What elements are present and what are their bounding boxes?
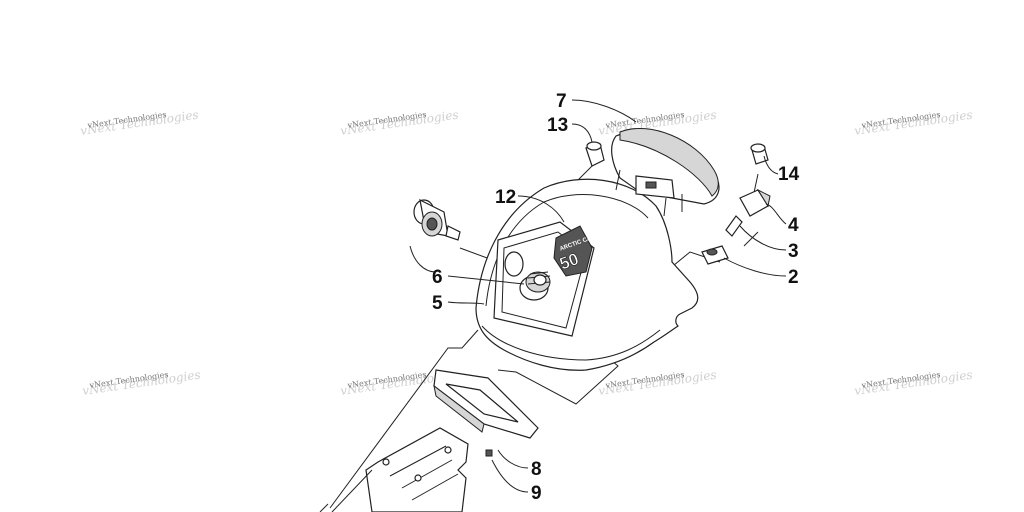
callout-13: 13: [547, 115, 568, 136]
callout-leaders: [447, 99, 787, 493]
watermark: vNext Technologies vNext Technologies: [597, 368, 717, 398]
watermark: vNext Technologies vNext Technologies: [853, 108, 973, 138]
callout-6: 6: [432, 267, 443, 288]
callout-5: 5: [432, 293, 443, 314]
callout-4: 4: [788, 215, 799, 236]
callout-7: 7: [556, 91, 567, 112]
ignition-key: [725, 215, 743, 237]
callouts: 7 13 14 12 4 3 2 6 5 8 9: [432, 91, 800, 504]
key-fob: [739, 188, 771, 217]
watermark: vNext Technologies vNext Technologies: [339, 108, 459, 138]
callout-8: 8: [531, 459, 542, 480]
power-outlet: [409, 198, 461, 273]
screw: [485, 449, 493, 457]
callout-3: 3: [788, 241, 799, 262]
callout-12: 12: [495, 187, 516, 208]
mounting-bracket: [319, 427, 469, 512]
arctic-cat-decal: ARCTIC CAT 50: [553, 225, 596, 277]
watermark: vNext Technologies vNext Technologies: [79, 108, 199, 138]
speedometer-gauge: [611, 127, 720, 217]
callout-9: 9: [531, 483, 542, 504]
watermark: vNext Technologies vNext Technologies: [81, 368, 201, 398]
callout-2: 2: [788, 267, 799, 288]
ignition-switch: [701, 245, 729, 265]
bulb-14: [750, 143, 769, 165]
gauge-bezel: [433, 369, 539, 439]
watermark: vNext Technologies vNext Technologies: [853, 368, 973, 398]
bulb-13: [585, 141, 605, 167]
control-knob: [519, 271, 551, 301]
callout-14: 14: [778, 164, 800, 185]
